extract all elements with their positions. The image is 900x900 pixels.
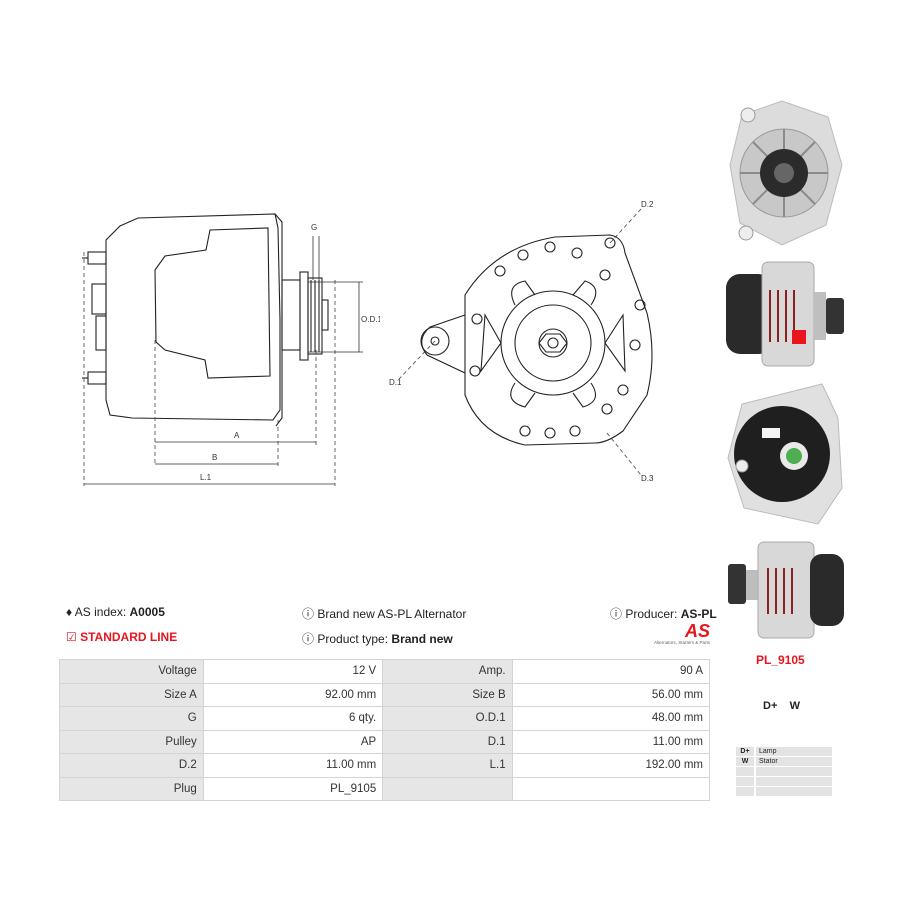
spec-key: L.1 (382, 753, 513, 778)
spec-key: Pulley (59, 729, 204, 754)
producer-value: AS-PL (680, 607, 717, 621)
side-view-drawing: G O.D.1 A B L.1 (82, 213, 380, 486)
label-a: A (234, 431, 240, 440)
spec-value: 6 qty. (202, 706, 384, 731)
as-index: ♦ AS index: A0005 (66, 605, 165, 619)
mount-studs (82, 251, 107, 385)
product-photo-side-2 (728, 541, 844, 639)
spec-value: AP (202, 729, 384, 754)
spec-key: O.D.1 (382, 706, 513, 731)
spec-value: 192.00 mm (511, 753, 711, 778)
spec-value (511, 776, 711, 801)
logo-tagline: Alternators, Starters & Parts (653, 640, 710, 645)
logo-mark: AS (684, 621, 710, 641)
pin-id: D+ (736, 747, 754, 756)
spec-value: 92.00 mm (202, 682, 384, 707)
label-d3: D.3 (641, 474, 654, 483)
bolt-holes (469, 237, 646, 439)
pin-id (736, 787, 754, 796)
as-pl-logo: AS Alternators, Starters & Parts (648, 622, 710, 645)
spec-key (382, 776, 513, 801)
spec-key: Voltage (59, 659, 204, 684)
spec-value: 11.00 mm (511, 729, 711, 754)
spec-key: D.1 (382, 729, 513, 754)
label-b: B (212, 453, 217, 462)
pin-desc (756, 767, 832, 776)
plug-code: PL_9105 (756, 653, 805, 667)
as-index-value: A0005 (129, 605, 165, 619)
product-type-value: Brand new (391, 632, 453, 646)
pulley-drawing (281, 271, 329, 361)
pin-desc (756, 787, 832, 796)
plug-terminals: D+ W (763, 700, 800, 712)
spec-key: Amp. (382, 659, 513, 684)
pin-id: W (736, 757, 754, 766)
brand-info: ⓘ Brand new AS-PL Alternator (302, 605, 466, 622)
info-icon: ⓘ (302, 632, 315, 646)
pin-row (736, 787, 832, 796)
label-l1: L.1 (200, 473, 212, 482)
front-view-drawing: D.2 D.1 D.3 (389, 200, 654, 483)
as-index-label: AS index: (74, 605, 127, 619)
pin-id (736, 777, 754, 786)
spec-value: 12 V (202, 659, 384, 684)
product-photo-side (726, 261, 844, 367)
pin-desc (756, 777, 832, 786)
housing-outline (105, 213, 281, 421)
spec-value: 11.00 mm (202, 753, 384, 778)
front-housing (420, 234, 653, 446)
pin-row: D+Lamp (736, 747, 832, 756)
standard-line-label: STANDARD LINE (80, 630, 178, 644)
label-d2: D.2 (641, 200, 654, 209)
spec-value: 90 A (511, 659, 711, 684)
spec-key: D.2 (59, 753, 204, 778)
spec-value: 48.00 mm (511, 706, 711, 731)
spec-value: PL_9105 (202, 776, 384, 801)
spec-key: G (59, 706, 204, 731)
pin-row (736, 777, 832, 786)
pin-id (736, 767, 754, 776)
standard-line: ☑ STANDARD LINE (66, 630, 177, 644)
pin-row (736, 767, 832, 776)
spec-key: Plug (59, 776, 204, 801)
producer-label: Producer: (625, 607, 678, 621)
tag-icon: ♦ (66, 605, 73, 619)
product-photo-front (729, 100, 843, 246)
label-od1: O.D.1 (361, 315, 380, 324)
spec-key: Size B (382, 682, 513, 707)
pin-desc: Stator (756, 757, 832, 766)
label-d1: D.1 (389, 378, 402, 387)
pin-desc: Lamp (756, 747, 832, 756)
label-g: G (311, 223, 317, 232)
spec-value: 56.00 mm (511, 682, 711, 707)
producer: ⓘ Producer: AS-PL (610, 605, 717, 622)
info-icon: ⓘ (302, 607, 315, 621)
info-icon: ⓘ (610, 607, 623, 621)
product-type: ⓘ Product type: Brand new (302, 630, 453, 647)
product-photo-rear (727, 383, 843, 525)
brand-text: Brand new AS-PL Alternator (317, 607, 467, 621)
spec-key: Size A (59, 682, 204, 707)
product-type-label: Product type: (317, 632, 389, 646)
checkbox-icon: ☑ (66, 630, 77, 644)
